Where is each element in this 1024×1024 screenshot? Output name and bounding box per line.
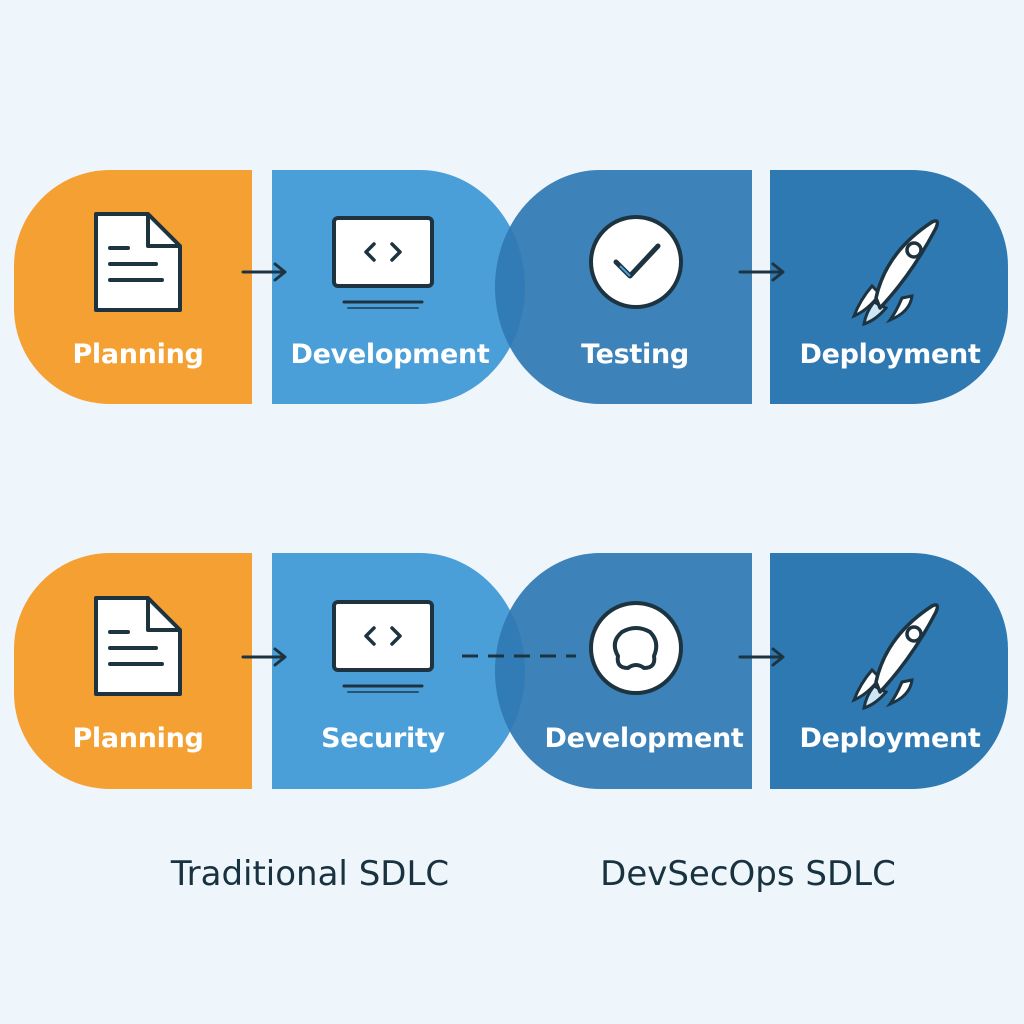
row-traditional bbox=[14, 170, 1008, 404]
row-devsecops bbox=[14, 553, 1008, 789]
stage-label-deployment: Deployment bbox=[799, 339, 981, 370]
stage-label-security: Security bbox=[321, 723, 445, 754]
caption-devsecops-sdlc: DevSecOps SDLC bbox=[600, 854, 896, 894]
arrow-icon bbox=[738, 647, 785, 667]
stage-label-development: Development bbox=[290, 339, 490, 370]
stage-label-planning: Planning bbox=[72, 723, 204, 754]
stage-label-planning: Planning bbox=[72, 339, 204, 370]
stage-label-deployment: Deployment bbox=[799, 723, 981, 754]
caption-traditional-sdlc: Traditional SDLC bbox=[170, 854, 450, 894]
stage-label-development: Development bbox=[544, 723, 744, 754]
arrow-icon bbox=[738, 262, 785, 282]
stage-label-testing: Testing bbox=[581, 339, 689, 370]
shield-blob-icon bbox=[589, 601, 683, 695]
arrow-icon bbox=[241, 262, 287, 282]
check-circle-icon bbox=[589, 215, 683, 309]
arrow-icon bbox=[241, 647, 287, 667]
